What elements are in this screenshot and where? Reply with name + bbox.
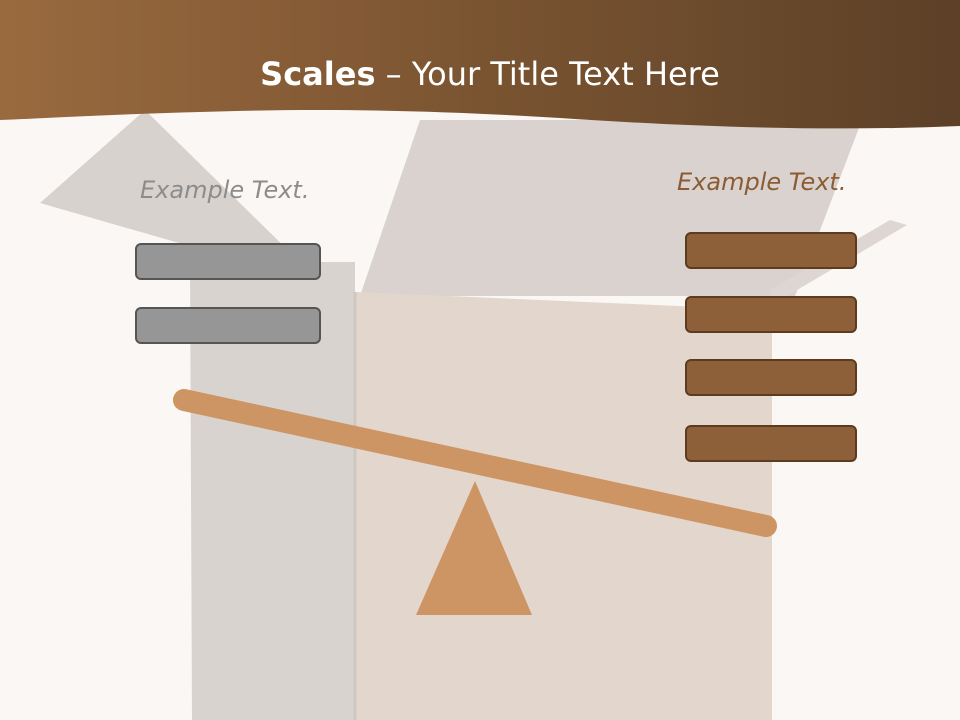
left-box-2 [135, 307, 321, 344]
left-box-1 [135, 243, 321, 280]
right-box-2 [685, 296, 857, 333]
box-side-panel [190, 262, 355, 720]
box-left-flap [40, 110, 300, 262]
right-example-text: Example Text. [677, 168, 847, 196]
right-box-1 [685, 232, 857, 269]
title-bold: Scales [260, 55, 376, 93]
slide-title: Scales – Your Title Text Here [0, 52, 960, 96]
right-box-4 [685, 425, 857, 462]
title-rest: – Your Title Text Here [375, 55, 720, 93]
scale-fulcrum [416, 481, 532, 615]
right-box-3 [685, 359, 857, 396]
left-example-text: Example Text. [140, 176, 310, 204]
scale-beam [173, 389, 777, 537]
